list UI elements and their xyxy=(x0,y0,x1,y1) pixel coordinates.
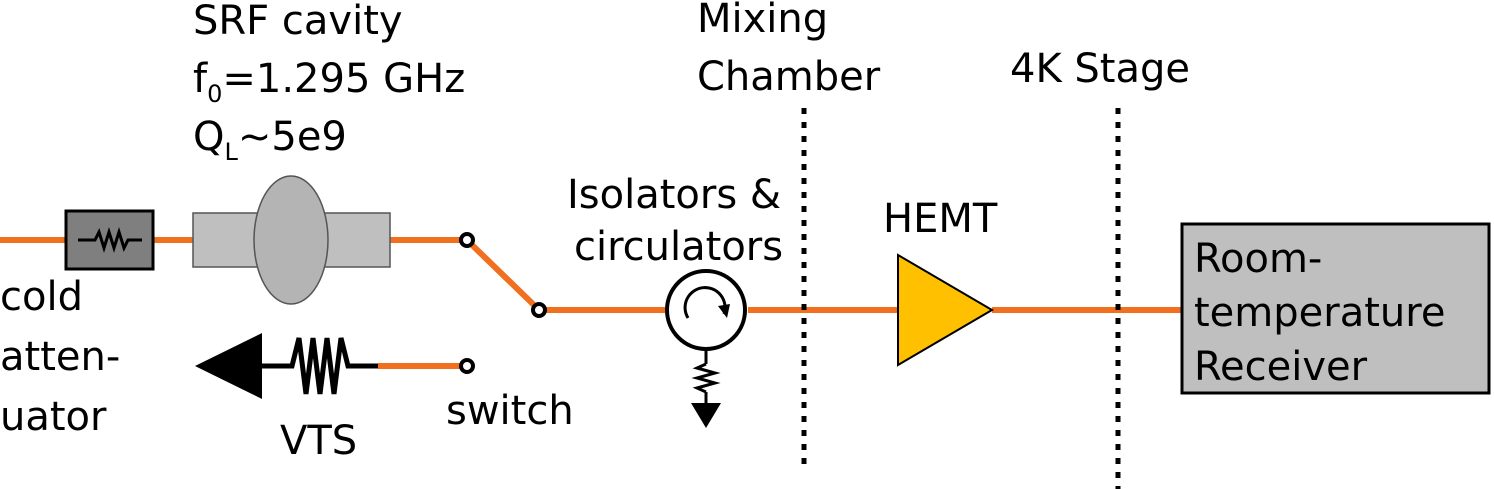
cavity-quality-factor: QL~5e9 xyxy=(193,114,347,175)
hemt-amplifier-icon xyxy=(897,253,994,367)
cold-attenuator xyxy=(64,209,155,271)
circulator xyxy=(665,269,747,428)
switch-contact-vts xyxy=(459,358,475,374)
srf-cavity xyxy=(192,175,391,305)
hemt-label: HEMT xyxy=(883,196,998,242)
receiver-label-line1: Room- xyxy=(1194,236,1323,282)
cold-attenuator-label-line2: atten- xyxy=(0,334,121,380)
receiver-label-line3: Receiver xyxy=(1194,344,1368,390)
switch-contact-cavity xyxy=(459,232,475,248)
isolators-label-line2: circulators xyxy=(574,224,784,270)
freq-value: =1.295 GHz xyxy=(222,56,466,102)
switch-contact-common xyxy=(531,302,547,318)
receiver-box xyxy=(1180,222,1491,395)
isolators-label-line1: Isolators & xyxy=(567,172,782,218)
receiver-label-line2: temperature xyxy=(1194,290,1446,336)
mixing-chamber-label-line2: Chamber xyxy=(697,54,881,100)
vts-label: VTS xyxy=(280,418,358,464)
switch-arm xyxy=(467,240,538,309)
circulator-arrow-icon xyxy=(683,286,727,319)
mixing-chamber-label-line1: Mixing xyxy=(697,0,829,42)
vts-source xyxy=(195,333,378,399)
cold-attenuator-label-line3: uator xyxy=(0,394,107,440)
q-subscript: L xyxy=(224,138,238,166)
receiver-label: Room- temperature Receiver xyxy=(1194,232,1445,394)
q-symbol: Q xyxy=(193,114,225,160)
freq-subscript: 0 xyxy=(207,80,223,108)
termination-resistor-icon xyxy=(691,362,721,394)
cavity-frequency: f0=1.295 GHz xyxy=(193,56,465,117)
resistor-icon xyxy=(78,226,142,254)
ground-icon xyxy=(691,403,721,428)
4k-stage-label: 4K Stage xyxy=(1010,46,1190,92)
vts-arrow-icon xyxy=(195,333,262,399)
switch-label: switch xyxy=(446,388,574,434)
cavity-name: SRF cavity xyxy=(193,0,403,44)
q-value: ~5e9 xyxy=(237,114,347,160)
freq-symbol: f xyxy=(193,56,208,102)
vts-resistor-icon xyxy=(262,337,378,395)
cold-attenuator-label-line1: cold xyxy=(0,274,83,320)
signal-path xyxy=(0,237,1182,369)
